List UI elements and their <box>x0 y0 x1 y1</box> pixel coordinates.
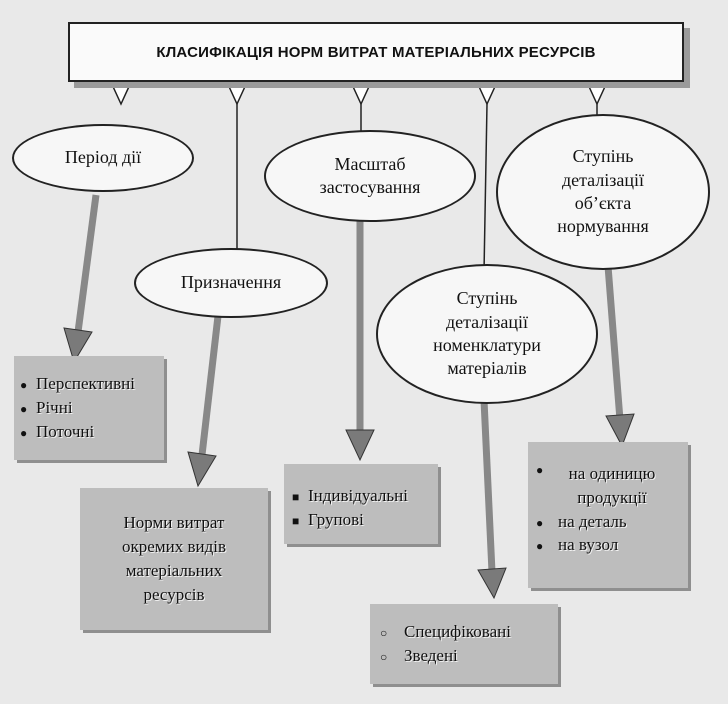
bullet-icon: ● <box>20 378 28 392</box>
oval-object-label: Ступінь деталізації об’єкта нормування <box>557 146 649 237</box>
square-bullet-icon: ■ <box>292 513 300 528</box>
list-item: ● Перспективні <box>20 372 164 396</box>
object-item-3: на вузол <box>558 535 619 555</box>
square-bullet-icon: ■ <box>292 490 300 504</box>
object-item-1: на одиницю продукції <box>568 464 656 507</box>
title-pointer-1 <box>108 79 134 106</box>
box-object: ● на одиницю продукції ● на деталь ● на вуз… <box>528 442 688 588</box>
list-item: ■ Групові <box>292 508 438 532</box>
arrowhead-purpose <box>187 451 217 488</box>
diagram-title: КЛАСИФІКАЦІЯ НОРМ ВИТРАТ МАТЕРІАЛЬНИХ РЕ… <box>68 22 684 82</box>
list-item: ● Поточні <box>20 420 164 444</box>
box-nomenclature: ○ Специфіковані ○ Зведені <box>370 604 558 684</box>
oval-nomenclature-label: Ступінь деталізації номенклатури матеріа… <box>433 288 541 379</box>
oval-purpose: Призначення <box>134 248 328 318</box>
arrowhead-object <box>605 413 635 448</box>
period-item-3: Поточні <box>36 421 95 441</box>
object-item-2: на деталь <box>558 511 627 531</box>
bullet-icon: ● <box>536 463 544 477</box>
title-pointer-2 <box>224 79 250 106</box>
circle-bullet-icon: ○ <box>380 626 388 640</box>
title-pointer-3 <box>348 79 374 106</box>
arrowhead-scale <box>345 429 375 462</box>
arrowhead-period <box>63 327 93 364</box>
oval-period: Період дії <box>12 124 194 192</box>
oval-object: Ступінь деталізації об’єкта нормування <box>496 114 710 270</box>
bullet-icon: ● <box>536 515 544 530</box>
arrow-purpose <box>198 315 222 456</box>
list-item: ■ Індивідуальні <box>292 484 438 508</box>
list-item: ● Річні <box>20 396 164 420</box>
title-pointer-4 <box>474 79 500 106</box>
oval-period-label: Період дії <box>64 147 142 168</box>
oval-purpose-label: Призначення <box>180 272 282 293</box>
oval-scale-label: Масштаб застосування <box>319 153 421 197</box>
nomenclature-item-2: Зведені <box>404 645 458 665</box>
box-period: ● Перспективні ● Річні ● Поточні <box>14 356 164 460</box>
bullet-icon: ● <box>20 401 28 416</box>
box-purpose: Норми витрат окремих видів матеріальних … <box>80 488 268 630</box>
nomenclature-item-1: Специфіковані <box>404 622 511 641</box>
title-pointer-5 <box>584 79 610 106</box>
list-item: ○ Зведені <box>380 644 558 668</box>
arrowhead-nomenclature <box>477 567 507 600</box>
oval-scale: Масштаб застосування <box>264 130 476 222</box>
bullet-icon: ● <box>536 539 544 554</box>
bullet-icon: ● <box>20 425 28 440</box>
scale-item-1: Індивідуальні <box>308 486 408 505</box>
oval-nomenclature: Ступінь деталізації номенклатури матеріа… <box>376 264 598 404</box>
scale-item-2: Групові <box>308 509 364 529</box>
list-item: ● на деталь <box>536 510 688 534</box>
purpose-result: Норми витрат окремих видів матеріальних … <box>122 513 226 604</box>
period-item-1: Перспективні <box>36 374 135 393</box>
list-item: ● на одиницю продукції <box>536 462 688 510</box>
circle-bullet-icon: ○ <box>380 649 388 664</box>
period-item-2: Річні <box>36 397 73 417</box>
list-item: ● на вузол <box>536 533 688 557</box>
box-scale: ■ Індивідуальні ■ Групові <box>284 464 438 544</box>
arrow-period <box>74 194 100 333</box>
arrow-nomenclature <box>480 399 496 573</box>
connector-nomenclature <box>483 103 488 273</box>
arrow-object <box>604 265 624 421</box>
list-item: ○ Специфіковані <box>380 620 558 644</box>
